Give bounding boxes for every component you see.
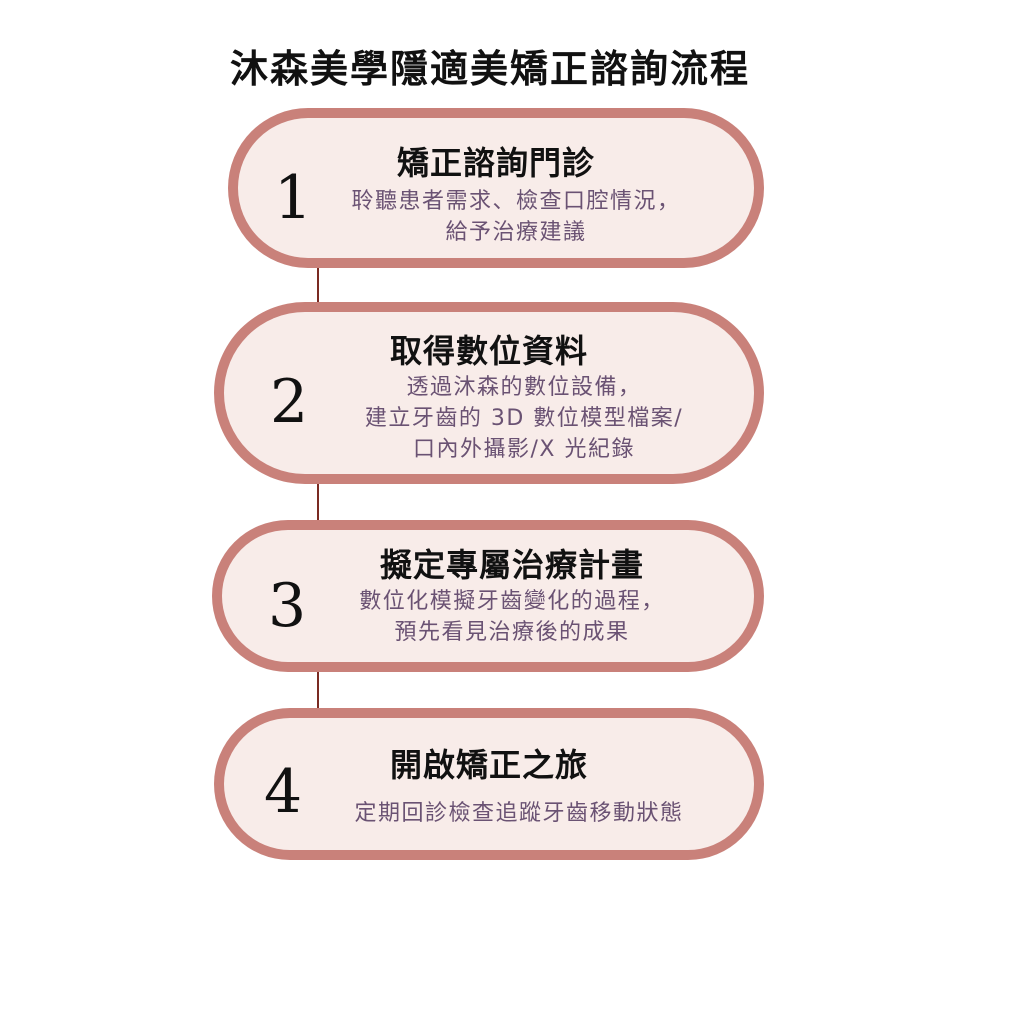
- step-3-heading: 擬定專屬治療計畫: [379, 546, 644, 584]
- step-4-pill: 4 開啟矯正之旅 定期回診檢查追蹤牙齒移動狀態: [214, 708, 764, 860]
- step-1-heading: 矯正諮詢門診: [396, 144, 595, 182]
- step-1-inner: 1 矯正諮詢門診 聆聽患者需求、檢查口腔情況， 給予治療建議: [238, 118, 754, 258]
- step-3-number: 3: [268, 571, 307, 641]
- step-3-pill: 3 擬定專屬治療計畫 數位化模擬牙齒變化的過程， 預先看見治療後的成果: [212, 520, 764, 672]
- step-4-number: 4: [264, 757, 303, 827]
- connector-line-3-4: [317, 670, 319, 710]
- step-2-pill: 2 取得數位資料 透過沐森的數位設備， 建立牙齒的 3D 數位模型檔案/ 口內外…: [214, 302, 764, 484]
- step-3-inner: 3 擬定專屬治療計畫 數位化模擬牙齒變化的過程， 預先看見治療後的成果: [222, 530, 754, 662]
- connector-line-1-2: [317, 266, 319, 304]
- step-2-description: 透過沐森的數位設備， 建立牙齒的 3D 數位模型檔案/ 口內外攝影/X 光紀錄: [364, 375, 684, 462]
- connector-line-2-3: [317, 482, 319, 522]
- step-3-description: 數位化模擬牙齒變化的過程， 預先看見治療後的成果: [359, 589, 665, 645]
- step-4-inner: 4 開啟矯正之旅 定期回診檢查追蹤牙齒移動狀態: [224, 718, 754, 850]
- step-1-description: 聆聽患者需求、檢查口腔情況， 給予治療建議: [351, 189, 681, 245]
- step-4-heading: 開啟矯正之旅: [389, 746, 588, 784]
- step-4-description: 定期回診檢查追蹤牙齒移動狀態: [354, 801, 684, 826]
- step-2-number: 2: [270, 367, 309, 437]
- step-2-inner: 2 取得數位資料 透過沐森的數位設備， 建立牙齒的 3D 數位模型檔案/ 口內外…: [224, 312, 754, 474]
- step-1-number: 1: [274, 163, 313, 233]
- page-title: 沐森美學隱適美矯正諮詢流程: [229, 47, 750, 91]
- step-2-heading: 取得數位資料: [389, 332, 588, 370]
- step-1-pill: 1 矯正諮詢門診 聆聽患者需求、檢查口腔情況， 給予治療建議: [228, 108, 764, 268]
